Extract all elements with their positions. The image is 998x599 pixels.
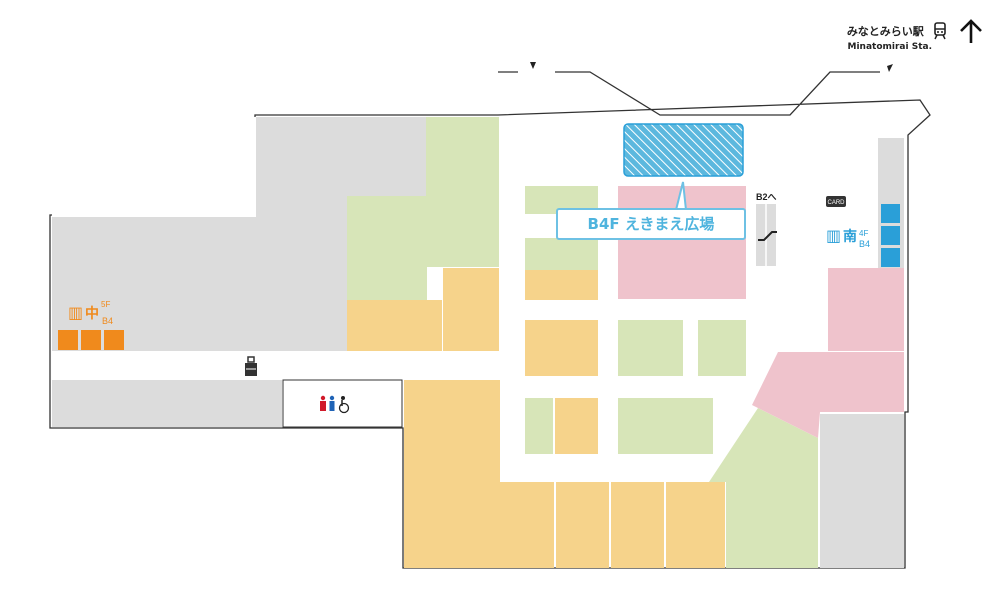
- shop-orange-bottom-4: [666, 482, 725, 568]
- elevator-south-floor-top: 4F: [859, 229, 868, 238]
- shop-gray-left-notch: [52, 117, 256, 217]
- shop-orange-left-b: [443, 268, 499, 351]
- shop-orange-lower-left: [404, 380, 500, 568]
- shop-pink-right-lower: [752, 352, 904, 438]
- entrance-arrow-icon: [887, 64, 893, 72]
- shop-orange-bottom-3: [611, 482, 664, 568]
- shop-green-c4: [698, 320, 746, 376]
- arrow-up-icon: [960, 19, 982, 43]
- shop-green-c6: [618, 398, 713, 454]
- elevator-doors-center: [58, 330, 124, 350]
- escalator: [756, 204, 776, 266]
- shop-orange-c1: [525, 270, 598, 300]
- shop-gray-left-bottom: [52, 380, 282, 427]
- shop-orange-left-a: [347, 300, 442, 351]
- escalator-icon: [758, 231, 777, 241]
- shop-pink-right: [828, 268, 904, 351]
- shop-green-right-bottom: [709, 408, 818, 568]
- shop-green-left-b: [347, 196, 427, 300]
- escalator-label: B2へ: [756, 192, 777, 202]
- elevator-center-floor-top: 5F: [101, 300, 110, 309]
- card-sign: [826, 196, 846, 207]
- card-sign-label: CARD: [827, 200, 845, 206]
- elevator-south-icon: ▥: [826, 226, 841, 245]
- shop-orange-bottom-2: [556, 482, 609, 568]
- elevator-south-name: 南: [843, 228, 857, 245]
- elevator-center-name: 中: [85, 305, 99, 322]
- station-direction: みなとみらい駅 Minatomirai Sta.: [847, 18, 984, 52]
- entrance-arrow-icon: [530, 62, 536, 69]
- station-name-en: Minatomirai Sta.: [847, 42, 932, 52]
- shop-gray-right: [820, 414, 904, 568]
- restroom-icon: [320, 395, 350, 414]
- elevator-center-icon: ▥: [68, 303, 83, 322]
- train-icon: [934, 22, 946, 40]
- shop-orange-bottom-1: [500, 482, 554, 568]
- shop-orange-c2: [525, 320, 598, 376]
- plaza-highlight: [623, 123, 744, 177]
- shop-green-c2: [525, 238, 598, 270]
- plaza-callout: B4F えきまえ広場: [556, 208, 746, 240]
- shop-green-left-a: [426, 117, 499, 267]
- locker-icon: [245, 356, 257, 376]
- shop-green-c3: [618, 320, 683, 376]
- elevator-center-floor-bottom: B4: [102, 316, 113, 326]
- elevator-south-floor-bottom: B4: [859, 239, 870, 249]
- shop-green-c5: [525, 398, 553, 454]
- restroom-room: [282, 379, 403, 428]
- shop-orange-c3: [555, 398, 598, 454]
- shop-gray-right-strip: [878, 138, 904, 268]
- elevator-doors-south: [881, 204, 900, 267]
- station-name-jp: みなとみらい駅: [846, 25, 924, 38]
